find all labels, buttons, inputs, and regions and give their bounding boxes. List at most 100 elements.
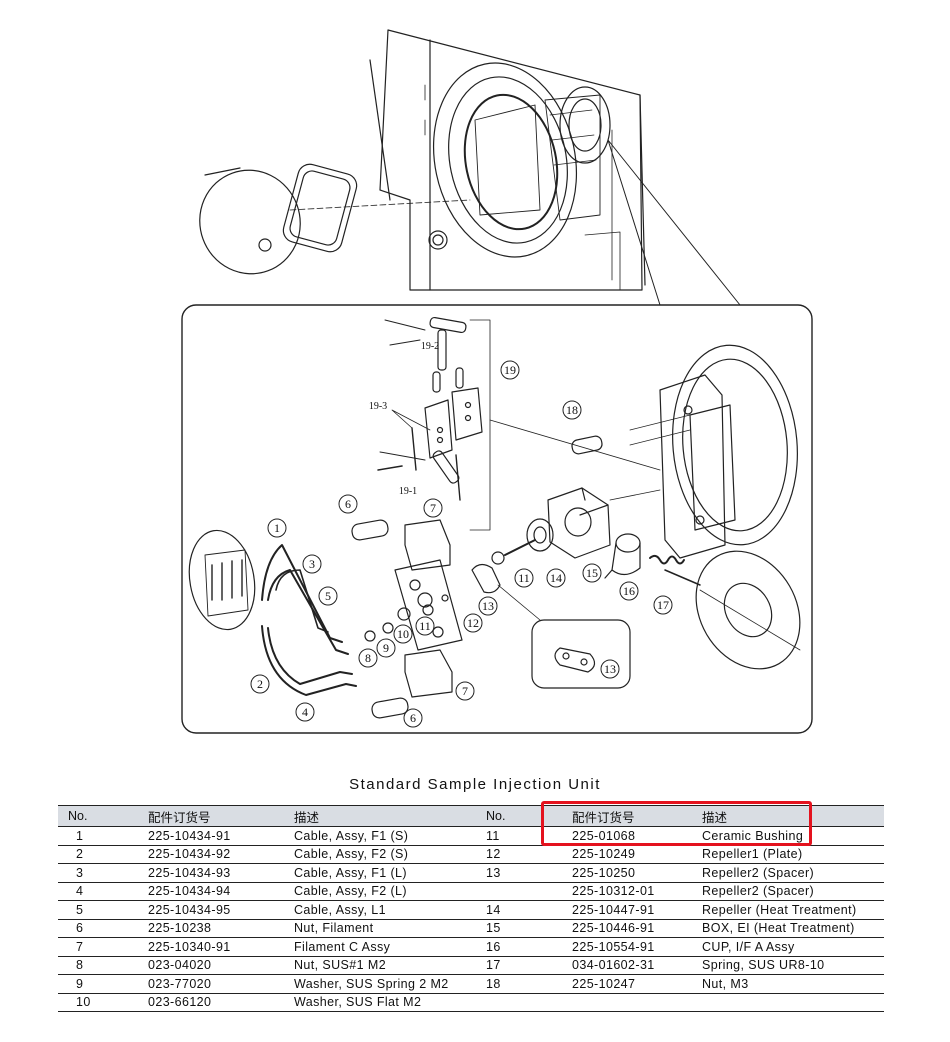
row-description-2: Repeller2 (Spacer) [698,863,884,883]
row-no-2: 17 [482,956,554,975]
filament-nut-upper [351,519,389,541]
callout-17: 17 [657,598,669,612]
callout-10: 10 [397,627,409,641]
row-description-2: Repeller (Heat Treatment) [698,900,884,920]
row-part-number-2: 225-10250 [554,863,698,883]
repeller-14 [504,518,554,556]
header-description: 描述 [290,805,482,827]
row-part-number: 225-10238 [144,919,290,938]
row-description-2: CUP, I/F A Assy [698,937,884,957]
sub-label-19-3: 19-3 [369,401,387,412]
callout-1: 1 [274,521,280,535]
row-no-2: 12 [482,845,554,864]
callout-19: 19 [504,363,516,377]
row-description-2: Spring, SUS UR8-10 [698,956,884,975]
row-description: Cable, Assy, F1 (S) [290,826,482,846]
callout-5: 5 [325,589,331,603]
callout-circles [250,360,673,728]
row-no: 6 [58,919,144,938]
callout-numbers: 1 2 3 4 5 6 6 7 7 8 9 10 11 11 12 13 13 … [257,341,669,725]
nut-18 [571,435,603,455]
row-description-2: BOX, EI (Heat Treatment) [698,919,884,938]
row-no: 4 [58,882,144,901]
row-no: 1 [58,826,144,846]
repeller-plate [394,559,463,651]
cables [261,544,357,696]
row-description-2: Nut, M3 [698,974,884,994]
row-no-2: 13 [482,863,554,883]
callout-12: 12 [467,616,479,630]
spacer-inset [531,619,631,689]
row-no: 2 [58,845,144,864]
sub-label-19-1: 19-1 [399,486,417,497]
spring-17 [649,554,685,565]
row-part-number-2: 225-10554-91 [554,937,698,957]
callout-9: 9 [383,641,389,655]
callout-6b: 6 [410,711,416,725]
row-part-number: 023-77020 [144,974,290,994]
row-description-2: Ceramic Bushing [698,826,884,846]
row-no-2: 14 [482,900,554,920]
washer-9 [382,622,394,634]
filament-nut-lower [371,697,409,719]
exploded-parts-diagram: 1 2 3 4 5 6 6 7 7 8 9 10 11 11 12 13 13 … [181,29,813,734]
row-no-2 [482,882,554,901]
callout-11b: 11 [518,571,530,585]
row-part-number-2 [554,993,698,1012]
left-socket [188,529,256,631]
row-no-2 [482,993,554,1012]
row-part-number-2: 225-10247 [554,974,698,994]
detail-box [181,304,813,734]
row-no: 5 [58,900,144,920]
callout-2: 2 [257,677,263,691]
callout-14: 14 [550,571,562,585]
filament-assembly-19 [377,316,491,531]
callout-7a: 7 [430,501,436,515]
header-no: No. [58,805,144,827]
row-description: Washer, SUS Spring 2 M2 [290,974,482,994]
row-no: 3 [58,863,144,883]
table-header-row: No. 配件订货号 描述 No. 配件订货号 描述 [58,805,884,827]
callout-13a: 13 [482,599,494,613]
callout-8: 8 [365,651,371,665]
callout-18: 18 [566,403,578,417]
washer-8 [364,630,376,642]
bottom-flange [664,550,801,670]
row-part-number: 225-10434-92 [144,845,290,864]
row-part-number: 023-04020 [144,956,290,975]
row-description-2: Repeller1 (Plate) [698,845,884,864]
row-part-number-2: 034-01602-31 [554,956,698,975]
header-description-2: 描述 [698,805,884,827]
row-description: Filament C Assy [290,937,482,957]
filament-bracket-upper [404,519,451,571]
row-description: Cable, Assy, F1 (L) [290,863,482,883]
row-no: 10 [58,993,144,1012]
housing-overview [369,29,646,291]
filament-bracket-lower [404,649,453,698]
row-description: Cable, Assy, L1 [290,900,482,920]
row-part-number-2: 225-10446-91 [554,919,698,938]
row-part-number: 225-10434-93 [144,863,290,883]
row-part-number-2: 225-10447-91 [554,900,698,920]
row-description: Nut, Filament [290,919,482,938]
callout-6a: 6 [345,497,351,511]
callout-13b: 13 [604,662,616,676]
row-part-number: 023-66120 [144,993,290,1012]
ion-source-block [489,344,798,559]
bushing-11b [491,551,505,565]
row-part-number: 225-10434-95 [144,900,290,920]
row-part-number-2: 225-10249 [554,845,698,864]
row-part-number-2: 225-10312-01 [554,882,698,901]
callout-15: 15 [586,566,598,580]
highlight-box [541,801,812,846]
row-description-2 [698,993,884,1012]
row-no-2: 11 [482,826,554,846]
row-no: 7 [58,937,144,957]
